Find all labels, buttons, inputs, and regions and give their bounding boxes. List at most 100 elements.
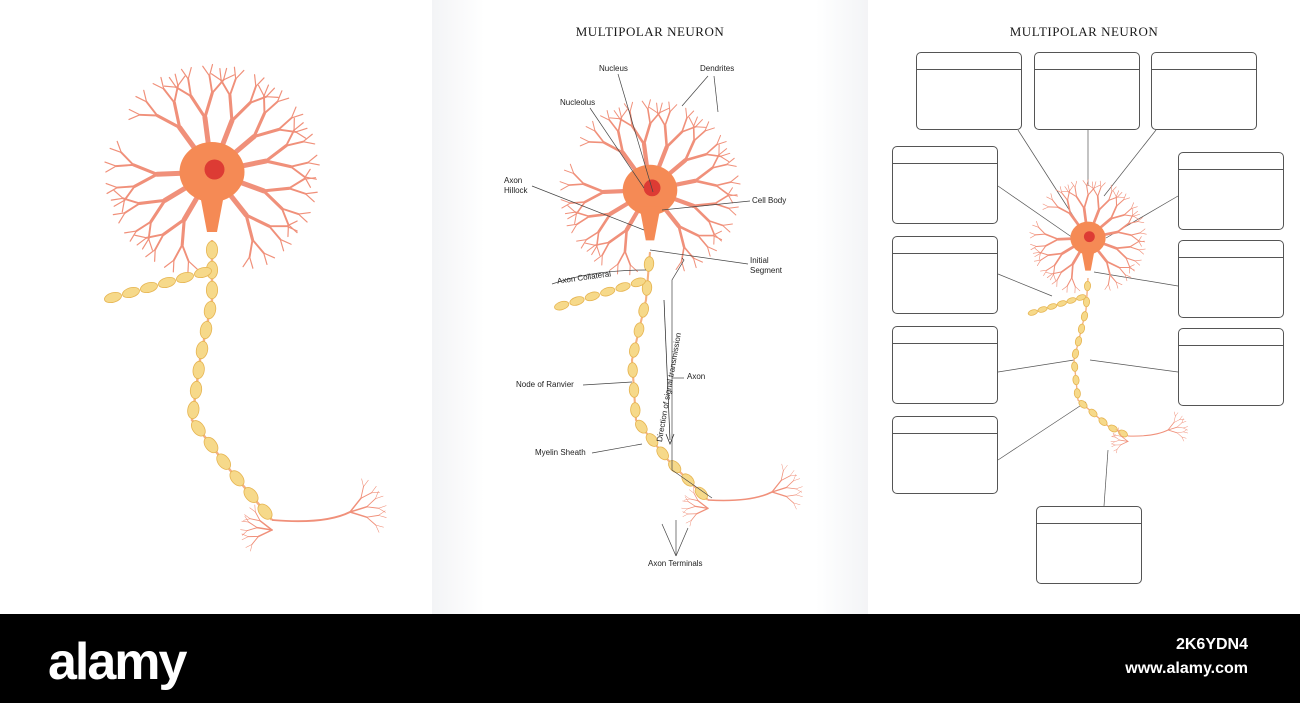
- dendrite-branch: [1130, 232, 1141, 236]
- dendrite-branch: [242, 256, 251, 268]
- dendrite-branch: [1104, 283, 1109, 290]
- dendrite-branch: [1139, 228, 1146, 234]
- dendrite-branch: [1113, 448, 1118, 452]
- dendrite-branch: [1137, 217, 1143, 222]
- answer-box-5[interactable]: [1178, 152, 1284, 230]
- label-nucleolus: Nucleolus: [560, 98, 596, 107]
- brand-logo: alamy: [48, 633, 187, 691]
- answer-box-1[interactable]: [916, 52, 1022, 130]
- dendrite-branch: [1049, 274, 1054, 281]
- axon-hillock: [639, 206, 661, 241]
- dendrite-branch: [1051, 271, 1063, 275]
- dendrite-branch: [262, 186, 291, 193]
- dendrite-branch: [795, 486, 803, 490]
- collateral-segment: [1076, 294, 1087, 301]
- answer-box-11[interactable]: [1036, 506, 1142, 584]
- dendrite-branch: [1030, 246, 1037, 250]
- dendrite-branch: [1108, 190, 1113, 201]
- dendrite-branch: [289, 165, 306, 178]
- myelin-segment: [1098, 417, 1108, 426]
- answer-box-6[interactable]: [892, 236, 998, 314]
- dendrite-branch: [568, 183, 585, 186]
- answer-box-10[interactable]: [892, 416, 998, 494]
- dendrite-branch: [729, 175, 739, 183]
- dendrite-branch: [363, 479, 369, 487]
- dendrite-branch: [771, 491, 787, 497]
- unlabeled-neuron-panel: [0, 0, 432, 614]
- dendrite-branch: [686, 506, 696, 510]
- dendrite-branch: [1038, 226, 1046, 235]
- dendrite-branch: [620, 108, 628, 118]
- dendrite-branch: [268, 225, 282, 241]
- answer-box-4[interactable]: [892, 146, 998, 224]
- dendrite-branch: [115, 163, 135, 168]
- collateral-segment: [1066, 297, 1077, 304]
- dendrite-branch: [1036, 259, 1041, 267]
- dendrite-branch: [726, 187, 733, 197]
- answer-box-7[interactable]: [1178, 240, 1284, 318]
- dendrite-branch: [262, 189, 284, 211]
- labeled-neuron-illustration: [531, 73, 803, 557]
- dendrite-branch: [613, 110, 621, 120]
- dendrite-branch: [1130, 206, 1138, 209]
- dendrite-branch: [579, 141, 590, 147]
- dendrite-branch: [1057, 206, 1072, 215]
- collateral-segment: [122, 286, 140, 299]
- dendrite-branch: [617, 250, 626, 265]
- dendrite-branch: [1124, 274, 1132, 278]
- dendrite-branch: [1112, 435, 1117, 437]
- dendrite-branch: [187, 78, 192, 98]
- dendrite-branch: [712, 235, 723, 241]
- dendrite-branch: [729, 181, 741, 185]
- dendrite-branch: [677, 224, 700, 237]
- dendrite-branch: [250, 544, 253, 552]
- dendrite-branch: [1029, 234, 1037, 239]
- dendrite-branch: [1039, 245, 1047, 254]
- dendrite-branch: [1125, 257, 1136, 262]
- dendrite-branch: [1105, 260, 1111, 276]
- dendrite-branch: [149, 198, 167, 224]
- dendrite-branch: [378, 515, 387, 518]
- dendrite-branch: [682, 513, 689, 517]
- dendrite-branch: [1108, 283, 1111, 291]
- answer-box-2[interactable]: [1034, 52, 1140, 130]
- dendrite-branch: [726, 194, 738, 197]
- dendrite-branch: [1064, 186, 1069, 193]
- dendrite-branch: [684, 153, 708, 162]
- dendrite-branch: [304, 191, 318, 195]
- dendrite-branch: [1067, 184, 1070, 192]
- answer-box-8[interactable]: [892, 326, 998, 404]
- dendrite-branch: [172, 259, 175, 273]
- dendrite-branch: [1130, 202, 1135, 209]
- dendrite-branch: [1167, 429, 1178, 434]
- dendrite-branch: [1123, 208, 1132, 216]
- dendrite-branch: [257, 84, 265, 97]
- dendrite-branch: [1116, 448, 1118, 454]
- dendrite-branch: [695, 126, 706, 128]
- dendrite-branch: [659, 102, 663, 114]
- dendrite-branch: [719, 155, 730, 163]
- myelin-segment: [643, 256, 655, 272]
- dendrite-branch: [172, 243, 184, 262]
- dendrite-branch: [1110, 214, 1126, 220]
- dendrite-branch: [1097, 186, 1102, 197]
- dendrite-branch: [281, 207, 290, 226]
- dendrite-branch: [663, 124, 669, 149]
- dendrite-branch: [128, 108, 141, 116]
- dendrite-branch: [228, 78, 237, 97]
- label-axon-terminals: Axon Terminals: [648, 559, 703, 568]
- dendrite-branch: [608, 119, 620, 133]
- dendrite-branch: [145, 248, 156, 258]
- dendrite-branch: [1059, 186, 1063, 194]
- dendrite-branch: [255, 77, 265, 88]
- myelin-segment: [1108, 424, 1118, 433]
- dendrite-branch: [105, 165, 117, 173]
- dendrite-branch: [693, 166, 714, 183]
- dendrite-branch: [168, 76, 177, 88]
- answer-box-3[interactable]: [1151, 52, 1257, 130]
- answer-box-9[interactable]: [1178, 328, 1284, 406]
- dendrite-branch: [174, 73, 179, 87]
- dendrite-branch: [187, 67, 192, 80]
- labeled-neuron-panel: MULTIPOLAR NEURON Nucleus Dendrites Nucl…: [432, 0, 868, 614]
- dendrite-branch: [121, 199, 125, 213]
